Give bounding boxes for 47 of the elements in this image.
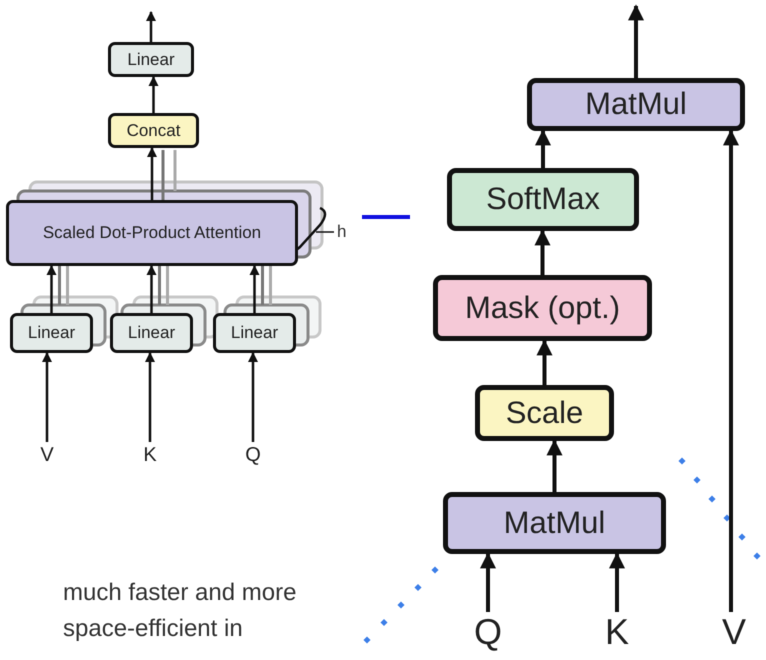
box-label: Linear xyxy=(26,322,76,344)
box-label: SoftMax xyxy=(485,180,601,218)
input-label: K xyxy=(138,442,162,468)
arrow xyxy=(250,265,260,313)
process-box xyxy=(6,200,298,266)
arrow xyxy=(536,339,552,385)
input-label: V xyxy=(716,612,752,652)
box-label: MatMul xyxy=(502,504,606,542)
box-label: Linear xyxy=(230,322,280,344)
arrow xyxy=(42,352,52,442)
input-label: K xyxy=(600,612,634,652)
arrow xyxy=(723,129,739,612)
box-label: MatMul xyxy=(584,85,688,124)
box-label: Mask (opt.) xyxy=(464,288,622,327)
arrow xyxy=(609,552,625,612)
arrow xyxy=(546,439,562,492)
process-box xyxy=(443,492,666,554)
arrow xyxy=(148,76,158,113)
box-label: Scale xyxy=(504,394,584,432)
process-box xyxy=(108,42,194,77)
arrow xyxy=(628,4,644,78)
arrow xyxy=(480,552,496,612)
process-box xyxy=(447,168,639,231)
box-label: Linear xyxy=(126,322,176,344)
input-label: Q xyxy=(470,612,506,652)
box-label: Scaled Dot-Product Attention xyxy=(42,222,262,244)
input-label: V xyxy=(35,442,59,468)
arrow xyxy=(146,11,156,42)
arrow xyxy=(535,129,551,168)
process-box xyxy=(10,313,93,353)
input-label: Q xyxy=(240,442,266,468)
box-label: Linear xyxy=(126,48,176,70)
arrow xyxy=(248,352,258,442)
process-box xyxy=(433,275,652,341)
box-label: Concat xyxy=(126,120,182,142)
process-box xyxy=(475,385,614,441)
arrow xyxy=(146,265,156,313)
arrow xyxy=(147,147,157,200)
arrow xyxy=(145,352,155,442)
arrow xyxy=(534,229,550,275)
process-box xyxy=(108,113,199,148)
arrow xyxy=(46,265,56,313)
body-text: much faster and more space-efficient in xyxy=(63,578,298,644)
multiplicity-label: h xyxy=(337,222,348,242)
process-box xyxy=(213,313,296,353)
process-box xyxy=(527,78,745,131)
process-box xyxy=(110,313,193,353)
